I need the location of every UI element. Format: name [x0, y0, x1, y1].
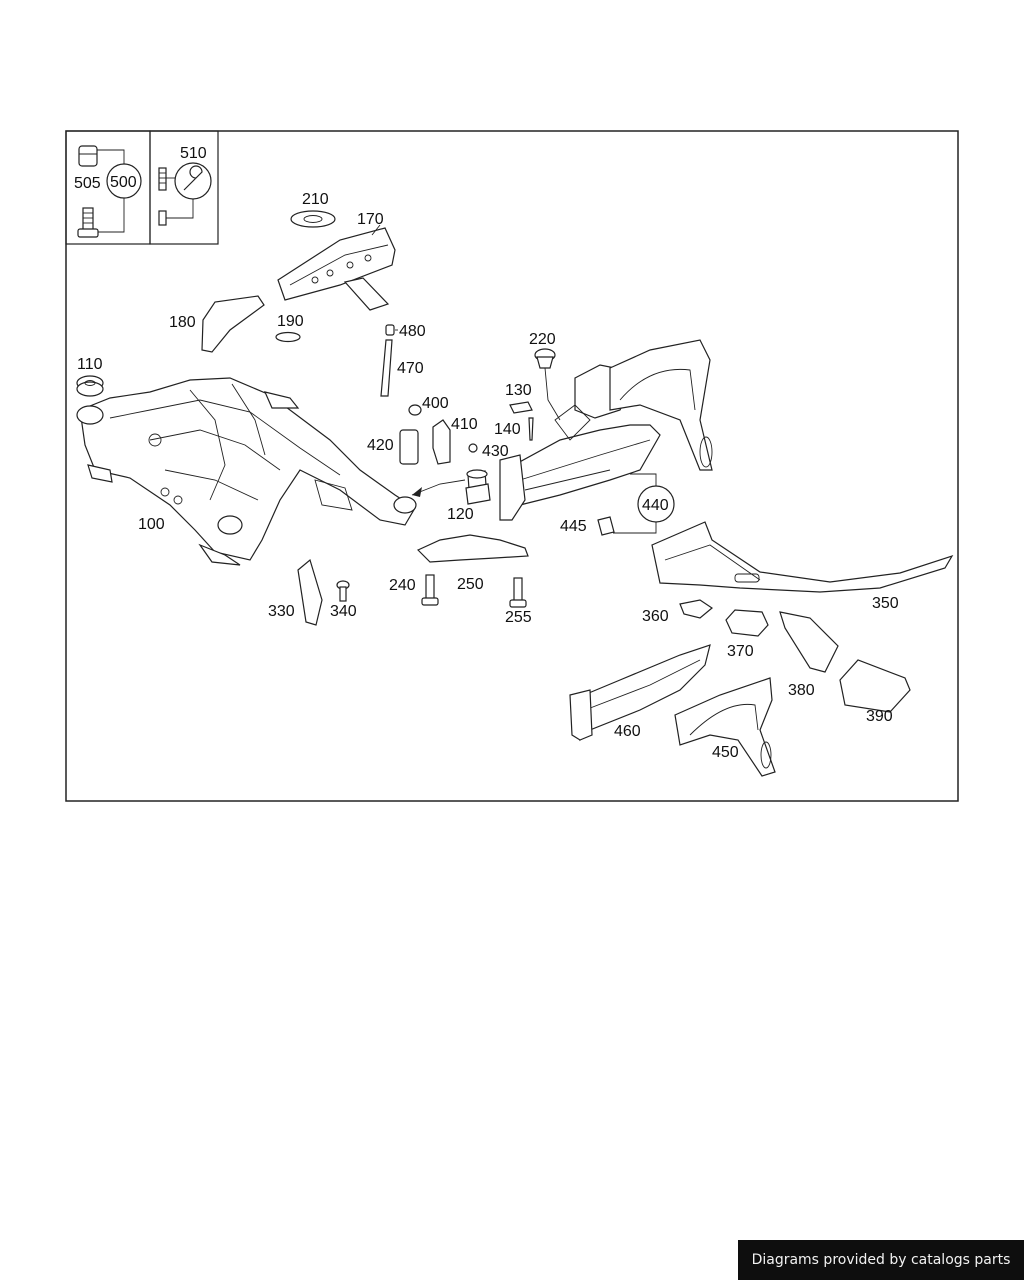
part-130-plate — [509, 401, 533, 414]
label-130: 130 — [505, 382, 532, 399]
inset-box-510 — [149, 130, 219, 245]
label-170: 170 — [357, 211, 384, 228]
part-140-pin — [528, 417, 534, 441]
label-180: 180 — [169, 314, 196, 331]
part-420-block — [399, 429, 419, 465]
label-420: 420 — [367, 437, 394, 454]
label-400: 400 — [422, 395, 449, 412]
label-505: 505 — [74, 175, 101, 192]
label-440: 440 — [642, 497, 669, 514]
part-400-nut — [408, 404, 422, 416]
label-210: 210 — [302, 191, 329, 208]
label-120: 120 — [447, 506, 474, 523]
part-330-bracket — [297, 558, 323, 626]
part-180-bracket — [201, 295, 265, 353]
label-500: 500 — [110, 174, 137, 191]
part-190-plate — [275, 331, 301, 343]
label-390: 390 — [866, 708, 893, 725]
part-120-mount — [465, 469, 491, 505]
part-170-bracket — [277, 227, 396, 311]
label-370: 370 — [727, 643, 754, 660]
nut-505-icon — [78, 145, 98, 167]
label-380: 380 — [788, 682, 815, 699]
label-510: 510 — [180, 145, 207, 162]
part-390-bracket — [839, 659, 911, 713]
part-440-rail-assembly — [499, 339, 713, 521]
label-470: 470 — [397, 360, 424, 377]
wrench-icon — [183, 165, 203, 191]
part-460-rail — [569, 644, 711, 742]
label-250: 250 — [457, 576, 484, 593]
part-360-bracket — [679, 599, 714, 619]
label-100: 100 — [138, 516, 165, 533]
label-350: 350 — [872, 595, 899, 612]
leader-lines — [371, 224, 398, 331]
diagram-frame — [65, 130, 959, 802]
part-370-bracket — [725, 609, 769, 637]
label-460: 460 — [614, 723, 641, 740]
arrow-120-icon — [412, 487, 422, 497]
part-470-rod — [380, 339, 393, 397]
bolt-500-icon — [77, 207, 99, 238]
part-220-plug — [534, 348, 556, 369]
part-210-plate — [290, 210, 336, 228]
part-255-bolt — [509, 577, 527, 608]
label-430: 430 — [482, 443, 509, 460]
part-380-bracket — [779, 611, 839, 673]
part-250-arm — [416, 534, 529, 563]
label-360: 360 — [642, 608, 669, 625]
label-240: 240 — [389, 577, 416, 594]
footer-credit: Diagrams provided by catalogs parts — [738, 1240, 1024, 1280]
label-450: 450 — [712, 744, 739, 761]
label-110: 110 — [77, 356, 103, 373]
label-445: 445 — [560, 518, 587, 535]
part-410-clip — [432, 419, 451, 465]
label-480: 480 — [399, 323, 426, 340]
part-450-panel — [674, 677, 776, 777]
part-350-panel — [651, 521, 954, 593]
part-110-bushing — [76, 375, 104, 397]
screw-510-icon — [158, 167, 167, 226]
label-340: 340 — [330, 603, 357, 620]
label-255: 255 — [505, 609, 532, 626]
label-330: 330 — [268, 603, 295, 620]
part-100-subframe — [76, 377, 417, 566]
label-190: 190 — [277, 313, 304, 330]
part-430-screw — [468, 443, 478, 453]
part-240-bolt — [421, 574, 439, 606]
label-140: 140 — [494, 421, 521, 438]
part-445-clip — [597, 516, 615, 536]
part-480-bolt — [385, 324, 395, 336]
label-220: 220 — [529, 331, 556, 348]
label-410: 410 — [451, 416, 478, 433]
part-340-bolt — [336, 580, 350, 602]
